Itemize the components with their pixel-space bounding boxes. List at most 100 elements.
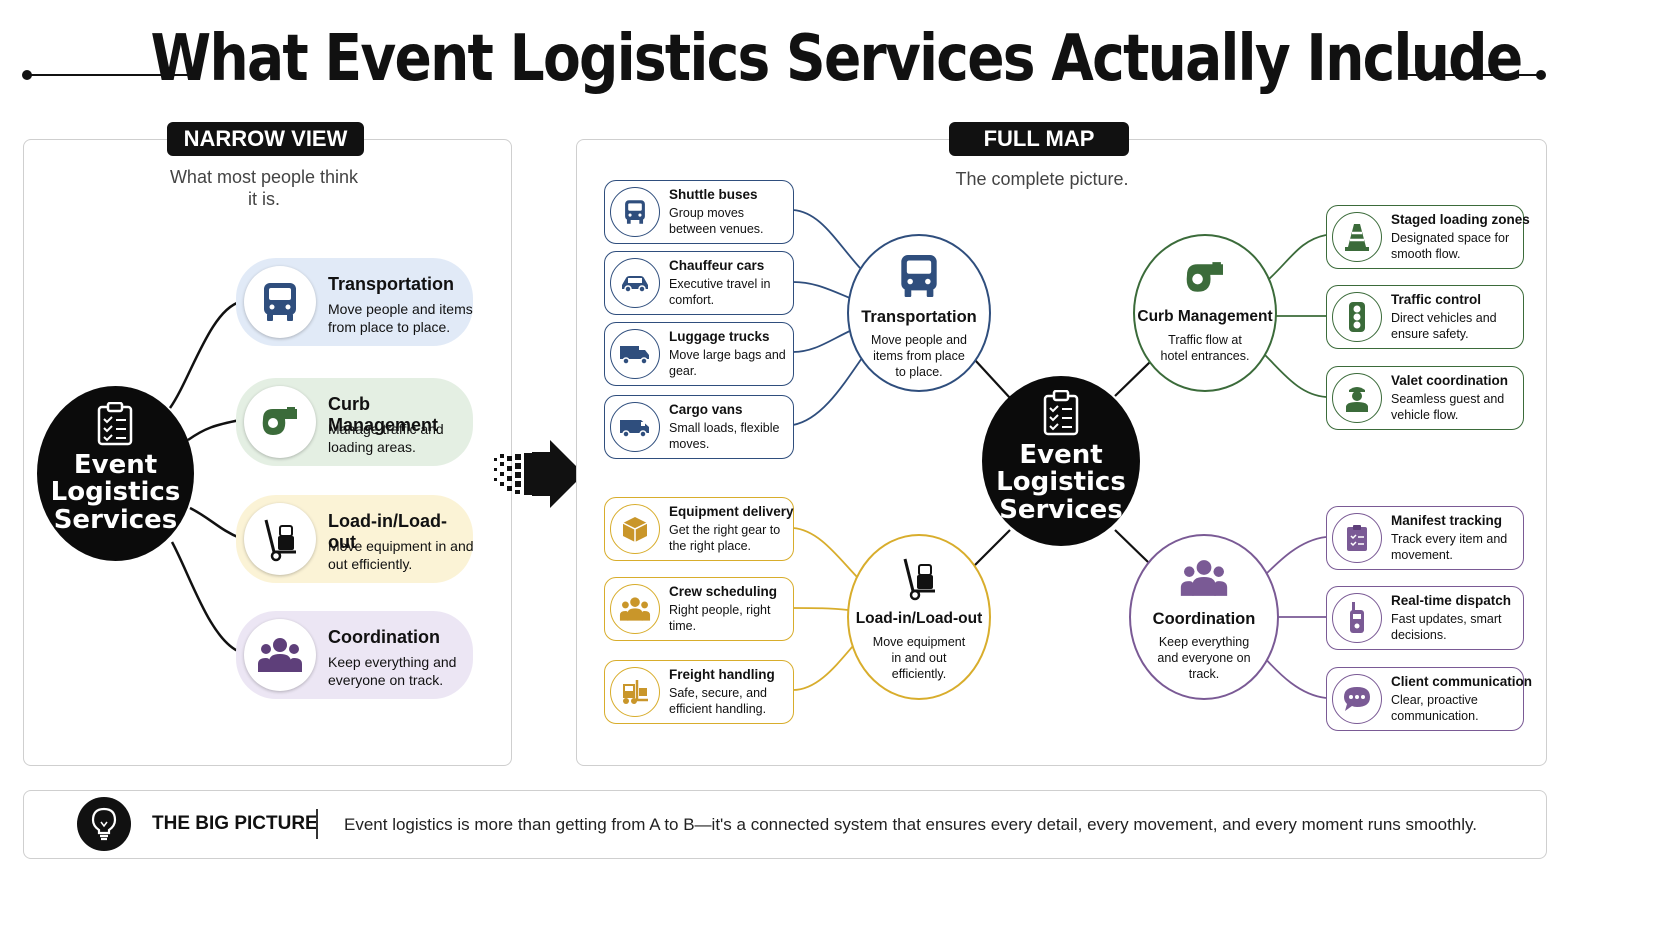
chat-icon bbox=[1332, 674, 1382, 724]
box-icon bbox=[610, 504, 660, 554]
item-title: Client communication bbox=[1391, 674, 1533, 689]
item-crew-scheduling[interactable]: Crew scheduling Right people, right time… bbox=[604, 577, 794, 641]
item-title: Equipment delivery bbox=[669, 504, 794, 519]
item-desc: Safe, secure, and efficient handling. bbox=[669, 686, 767, 716]
traffic-cone-icon bbox=[1332, 212, 1382, 262]
item-title: Traffic control bbox=[1391, 292, 1482, 307]
title-row: What Event Logistics Services Actually I… bbox=[0, 12, 1672, 112]
narrow-card-title: Coordination bbox=[328, 627, 440, 647]
narrow-card-curb-management[interactable]: Curb Management Manage traffic and loadi… bbox=[236, 378, 473, 466]
connector-valet bbox=[1264, 354, 1327, 398]
cluster-desc: Move equipment in and out efficiently. bbox=[872, 635, 966, 681]
item-manifest-tracking[interactable]: Manifest tracking Track every item and m… bbox=[1326, 506, 1524, 570]
cluster-curb-management[interactable]: Curb Management Traffic flow at hotel en… bbox=[1133, 234, 1277, 392]
item-desc: Get the right gear to the right place. bbox=[669, 523, 781, 553]
traffic-light-icon bbox=[1332, 292, 1382, 342]
narrow-connector-load bbox=[189, 506, 241, 540]
full-hub-line1: Event bbox=[1019, 440, 1103, 470]
item-shuttle-buses[interactable]: Shuttle buses Group moves between venues… bbox=[604, 180, 794, 244]
item-traffic-control[interactable]: Traffic control Direct vehicles and ensu… bbox=[1326, 285, 1524, 349]
big-picture-footer: THE BIG PICTURE Event logistics is more … bbox=[23, 790, 1547, 859]
narrow-card-desc: Move people and items from place to plac… bbox=[328, 301, 473, 335]
narrow-view-label: NARROW VIEW bbox=[167, 122, 364, 156]
item-desc: Move large bags and gear. bbox=[669, 348, 786, 378]
item-title: Freight handling bbox=[669, 667, 775, 682]
full-map-subtitle: The complete picture. bbox=[955, 169, 1129, 189]
clipboard-icon bbox=[1043, 390, 1079, 436]
connector-shuttle bbox=[792, 209, 861, 269]
item-title: Chauffeur cars bbox=[669, 258, 765, 273]
narrow-card-load-in-load-out[interactable]: Load-in/Load-out Move equipment in and o… bbox=[236, 495, 474, 583]
crew-icon bbox=[610, 584, 660, 634]
connector-luggage bbox=[792, 329, 853, 353]
cluster-load-in-load-out[interactable]: Load-in/Load-out Move equipment in and o… bbox=[847, 534, 991, 700]
whistle-icon bbox=[1135, 260, 1275, 296]
item-desc: Fast updates, smart decisions. bbox=[1391, 612, 1502, 642]
hand-truck-icon bbox=[849, 554, 989, 602]
cluster-desc: Move people and items from place to plac… bbox=[871, 333, 967, 379]
connector-chauffeur bbox=[792, 281, 851, 299]
narrow-hub-line2: Logistics bbox=[50, 477, 181, 508]
whistle-icon bbox=[244, 386, 316, 458]
item-freight-handling[interactable]: Freight handling Safe, secure, and effic… bbox=[604, 660, 794, 724]
full-hub: Event Logistics Services bbox=[982, 376, 1140, 546]
big-picture-text: Event logistics is more than getting fro… bbox=[344, 815, 1477, 834]
connector-hub-transport bbox=[974, 359, 1011, 399]
item-title: Staged loading zones bbox=[1391, 212, 1530, 227]
lightbulb-icon bbox=[77, 797, 131, 851]
truck-icon bbox=[610, 329, 660, 379]
narrow-subtitle-line2: it is. bbox=[247, 189, 280, 209]
item-title: Luggage trucks bbox=[669, 329, 770, 344]
item-staged-loading-zones[interactable]: Staged loading zones Designated space fo… bbox=[1326, 205, 1530, 269]
item-title: Valet coordination bbox=[1391, 373, 1509, 388]
narrow-hub: Event Logistics Services bbox=[37, 386, 194, 561]
item-desc: Seamless guest and vehicle flow. bbox=[1391, 392, 1505, 422]
valet-icon bbox=[1332, 373, 1382, 423]
forklift-icon bbox=[610, 667, 660, 717]
narrow-card-coordination[interactable]: Coordination Keep everything and everyon… bbox=[236, 611, 473, 699]
narrow-view-subtitle: What most people think it is. bbox=[150, 166, 378, 210]
connector-hub-load bbox=[974, 529, 1011, 566]
narrow-card-transportation[interactable]: Transportation Move people and items fro… bbox=[236, 258, 473, 346]
van-icon bbox=[610, 402, 660, 452]
narrow-card-desc: Keep everything and everyone on track. bbox=[328, 654, 457, 688]
footer-divider bbox=[316, 809, 318, 839]
connector-crew bbox=[792, 607, 849, 611]
item-desc: Track every item and movement. bbox=[1391, 532, 1508, 562]
cluster-coordination[interactable]: Coordination Keep everything and everyon… bbox=[1129, 534, 1279, 700]
transition-arrow bbox=[494, 440, 584, 508]
bus-icon bbox=[244, 266, 316, 338]
item-chauffeur-cars[interactable]: Chauffeur cars Executive travel in comfo… bbox=[604, 251, 794, 315]
item-valet-coordination[interactable]: Valet coordination Seamless guest and ve… bbox=[1326, 366, 1524, 430]
cluster-desc: Traffic flow at hotel entrances. bbox=[1160, 333, 1250, 363]
item-cargo-vans[interactable]: Cargo vans Small loads, flexible moves. bbox=[604, 395, 794, 459]
radio-icon bbox=[1332, 593, 1382, 643]
item-equipment-delivery[interactable]: Equipment delivery Get the right gear to… bbox=[604, 497, 794, 561]
title-left-rule bbox=[28, 74, 200, 76]
item-title: Crew scheduling bbox=[669, 584, 778, 599]
narrow-card-title: Curb Management bbox=[328, 394, 439, 435]
narrow-card-title: Transportation bbox=[328, 274, 455, 294]
narrow-subtitle-line1: What most people think bbox=[169, 167, 359, 187]
clipboard-icon bbox=[97, 402, 133, 446]
cluster-desc: Keep everything and everyone on track. bbox=[1157, 635, 1251, 681]
connector-hub-coord bbox=[1114, 529, 1149, 563]
item-title: Cargo vans bbox=[669, 402, 743, 417]
item-desc: Small loads, flexible moves. bbox=[669, 421, 780, 451]
item-real-time-dispatch[interactable]: Real-time dispatch Fast updates, smart d… bbox=[1326, 586, 1524, 650]
full-connectors bbox=[792, 209, 1327, 699]
narrow-card-desc: Manage traffic and loading areas. bbox=[328, 421, 444, 455]
cluster-transportation[interactable]: Transportation Move people and items fro… bbox=[847, 234, 991, 392]
item-title: Manifest tracking bbox=[1391, 513, 1503, 528]
narrow-card-title: Load-in/Load-out bbox=[328, 511, 447, 552]
connector-client bbox=[1261, 654, 1327, 699]
connector-equipment bbox=[792, 527, 861, 581]
car-icon bbox=[610, 258, 660, 308]
item-desc: Right people, right time. bbox=[669, 603, 771, 633]
item-desc: Executive travel in comfort. bbox=[669, 277, 771, 307]
narrow-hub-line3: Services bbox=[53, 504, 178, 535]
item-client-communication[interactable]: Client communication Clear, proactive co… bbox=[1326, 667, 1532, 731]
item-luggage-trucks[interactable]: Luggage trucks Move large bags and gear. bbox=[604, 322, 794, 386]
item-desc: Group moves between venues. bbox=[669, 206, 764, 236]
full-hub-line2: Logistics bbox=[996, 467, 1126, 498]
